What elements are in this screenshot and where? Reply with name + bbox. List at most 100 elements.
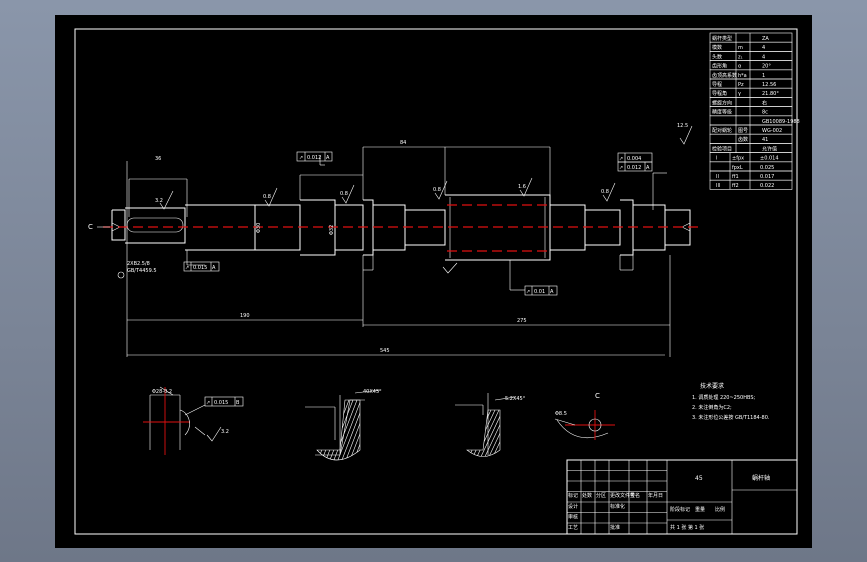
svg-text:0.01: 0.01 [534, 289, 545, 295]
svg-text:↗: ↗ [619, 156, 623, 162]
title-block-material: 45 [695, 475, 703, 482]
tolerance-value: 0.025 [760, 165, 774, 171]
tolerance-group: I [716, 156, 717, 162]
fcf-journal-runout: ↗ 0.015 A [183, 261, 220, 272]
dim-len-total: 545 [380, 348, 390, 354]
svg-text:0.004: 0.004 [627, 156, 641, 162]
svg-text:0.012: 0.012 [307, 155, 321, 161]
svg-text:0.8: 0.8 [601, 189, 609, 195]
param-label: 导程角 [712, 90, 727, 97]
dim-worm-len: 84 [400, 140, 406, 146]
param-value: 1 [762, 73, 765, 79]
dim-journal-2: Φ32 [329, 225, 335, 235]
param-sym: z₁ [738, 54, 743, 60]
title-block-row-label: 设计 [568, 503, 578, 510]
title-block-col-label: 更改文件号 [610, 492, 635, 499]
param-label: 头数 [712, 53, 722, 60]
svg-text:2. 未注倒角为C2;: 2. 未注倒角为C2; [692, 404, 732, 411]
center-hole-note-2: GB/T4459.5 [127, 268, 157, 274]
title-block-col-label: 年月日 [648, 492, 663, 499]
detail2-dim: 40X45° [363, 389, 382, 395]
tolerance-row [709, 152, 793, 163]
dim-len-left: 190 [240, 313, 250, 319]
svg-text:0.012: 0.012 [627, 165, 641, 171]
param-value: 41 [762, 137, 768, 143]
detail4-label: C [595, 392, 600, 400]
param-label: 齿顶高系数 [712, 72, 737, 79]
svg-text:↗: ↗ [299, 155, 303, 161]
sheet-label: 共 1 张 第 1 张 [670, 524, 704, 531]
technical-requirements: 技术要求 1. 调质处理 220~250HBS; 2. 未注倒角为C2; 3. … [692, 382, 770, 421]
svg-text:↗: ↗ [619, 165, 623, 171]
param-sym: m [738, 45, 743, 51]
weight-label: 重量 [695, 506, 705, 513]
param-label: 配对蜗轮 [712, 127, 732, 134]
param-value: 右 [762, 99, 767, 106]
title-block-part-name: 蜗杆轴 [752, 474, 770, 482]
title-block-row-label: 审核 [568, 514, 578, 521]
fcf-left-runout: ↗ 0.012 A [296, 151, 333, 162]
center-hole-symbol [117, 271, 125, 279]
param-value: 4 [762, 54, 765, 60]
center-hole-note-1: 2XB2.5/8 [127, 261, 150, 267]
param-row [709, 133, 793, 144]
dim-journal-1: Φ30 [256, 223, 262, 233]
tech-req-title: 技术要求 [700, 382, 724, 390]
stage-label: 阶段标记 [670, 506, 690, 513]
title-block: 标记处数分区更改文件号签名年月日设计审核工艺标准化批准45阶段标记重量比例共 1… [566, 459, 798, 535]
tolerance-row [709, 179, 793, 190]
svg-text:0.015: 0.015 [214, 400, 228, 406]
tolerance-group: III [716, 183, 720, 189]
tolerance-sym: ff2 [732, 183, 739, 189]
param-value: 允许值 [762, 145, 777, 152]
tolerance-value: 0.022 [760, 183, 774, 189]
svg-text:↗: ↗ [185, 265, 189, 271]
param-row [709, 51, 793, 61]
svg-text:↗: ↗ [526, 289, 530, 295]
tolerance-sym: ±fpx [732, 156, 744, 162]
drawing-border [74, 28, 798, 535]
svg-text:1.6: 1.6 [518, 184, 526, 190]
dim-len-right: 275 [517, 318, 527, 324]
detail-view-3: 5.2X45° [455, 393, 526, 457]
svg-text:3.2: 3.2 [221, 429, 229, 435]
svg-text:0.8: 0.8 [433, 187, 441, 193]
detail-view-2: 40X45° [305, 389, 382, 461]
param-value: WG-002 [762, 128, 782, 134]
dimension-lines [126, 146, 671, 357]
param-sym: Pz [738, 82, 744, 88]
svg-text:0.8: 0.8 [263, 194, 271, 200]
svg-text:↗: ↗ [206, 400, 210, 406]
svg-text:B: B [236, 400, 240, 406]
svg-text:A: A [550, 289, 554, 295]
tolerance-row [709, 170, 793, 181]
param-label: 导程 [712, 81, 722, 88]
title-block-col-label: 标记 [568, 492, 578, 499]
title-block-col-label: 分区 [596, 492, 606, 499]
svg-text:3.2: 3.2 [155, 198, 163, 204]
param-value: 8c [762, 110, 768, 116]
title-block-col-label: 处数 [582, 492, 592, 499]
fcf-bottom-runout: ↗ 0.01 A [524, 285, 558, 296]
param-row [709, 41, 793, 52]
detail-view-4: C Φ8.5 [554, 392, 615, 440]
tolerance-value: 0.017 [760, 174, 774, 180]
param-sym: 图号 [738, 128, 748, 134]
tolerance-sym: fpxL [732, 165, 743, 171]
param-sym: γ [738, 91, 741, 97]
detail-view-1: ↗ 0.015 B 3.2 Φ28-0.2 [143, 386, 244, 455]
param-label: 检验项目 [712, 145, 732, 152]
param-sym: α [738, 64, 742, 70]
tolerance-sym: ff1 [732, 174, 739, 180]
param-sym: 齿数 [738, 136, 748, 143]
param-row [709, 78, 793, 89]
svg-text:A: A [212, 265, 216, 271]
svg-text:0.015: 0.015 [193, 265, 207, 271]
param-value: 12.56 [762, 82, 776, 88]
tolerance-row [709, 161, 793, 172]
detail4-note: Φ8.5 [555, 411, 567, 417]
param-value: 20° [762, 64, 771, 70]
param-label: 齿形角 [712, 63, 727, 70]
